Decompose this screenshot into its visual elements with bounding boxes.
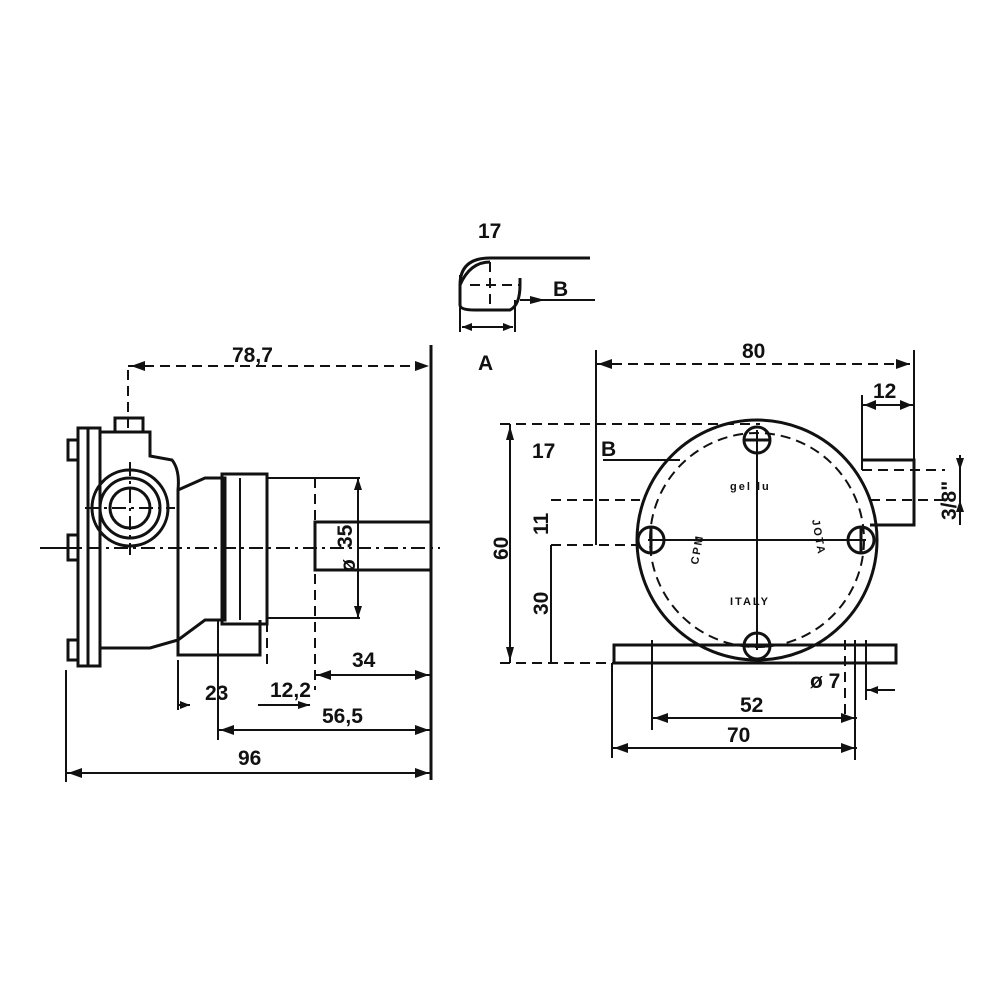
dim-3-8-inch: 3/8" [938,481,961,520]
dim-80: 80 [742,340,765,363]
dim-17: 17 [532,440,555,463]
dim-96: 96 [238,747,261,770]
screw-top [742,425,772,455]
dim-34: 34 [352,649,376,672]
dim-diameter-symbol: ø [337,559,360,572]
front-view: gel lu CPM JOTA ITALY 80 12 17 [490,340,964,760]
detail-b-label: B [553,278,568,301]
dim-hole-7: ø 7 [810,670,840,693]
side-view: 78,7 35 ø 34 23 12,2 56,5 96 [40,344,440,782]
plate-text-top: gel lu [730,481,771,493]
dim-30: 30 [530,592,553,615]
screw-left [636,525,666,555]
detail-a-label: A [478,352,493,375]
dim-52: 52 [740,694,763,717]
plate-text-bottom: ITALY [730,596,770,608]
screw-right [846,525,876,555]
dim-12: 12 [873,380,896,403]
dim-78-7: 78,7 [232,344,273,367]
dim-56-5: 56,5 [322,705,363,728]
dim-11: 11 [530,512,553,535]
screw-bottom [742,631,772,661]
shaft-key-detail: 17 B A [458,220,595,375]
dim-b-front: B [601,438,616,461]
dim-23: 23 [205,682,228,705]
plate-text-left: CPM [689,533,706,565]
detail-width-label: 17 [478,220,501,243]
dim-12-2: 12,2 [270,679,311,702]
dim-60: 60 [490,537,513,560]
plate-text-right: JOTA [809,518,827,556]
dim-35: 35 [334,524,357,548]
dim-70: 70 [727,724,750,747]
